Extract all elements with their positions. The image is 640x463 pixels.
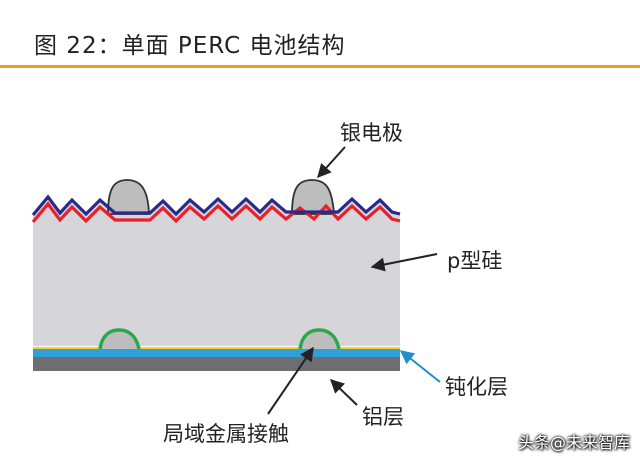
texture-surface-blue bbox=[31, 194, 401, 217]
figure-title: 图 22：单面 PERC 电池结构 bbox=[34, 33, 346, 59]
title-rule bbox=[0, 65, 640, 68]
label-aluminum-layer: 铝层 bbox=[362, 405, 404, 429]
local-contact-left-outline bbox=[98, 328, 141, 350]
emitter-texture-red bbox=[31, 201, 401, 224]
arrow-aluminum bbox=[329, 379, 358, 406]
arrow-passivation bbox=[399, 350, 441, 383]
arrow-silver-electrode bbox=[317, 146, 346, 179]
silver-electrode-left bbox=[107, 179, 150, 215]
figure-header: 图 22：单面 PERC 电池结构 bbox=[0, 0, 640, 68]
label-p-silicon: p型硅 bbox=[447, 249, 503, 273]
label-local-metal-contact: 局域金属接触 bbox=[163, 422, 289, 446]
watermark: 头条@未来智库 bbox=[517, 433, 630, 452]
arrow-p-silicon bbox=[370, 253, 438, 272]
label-passivation-layer: 钝化层 bbox=[445, 375, 508, 399]
passivation-layer bbox=[33, 348, 400, 357]
aluminum-layer bbox=[33, 356, 400, 371]
local-contact-right-outline bbox=[298, 328, 341, 350]
label-silver-electrode: 银电极 bbox=[340, 121, 403, 145]
silver-electrode-right bbox=[291, 179, 335, 215]
p-silicon-body bbox=[33, 197, 400, 346]
arrow-local-contact bbox=[267, 346, 314, 415]
